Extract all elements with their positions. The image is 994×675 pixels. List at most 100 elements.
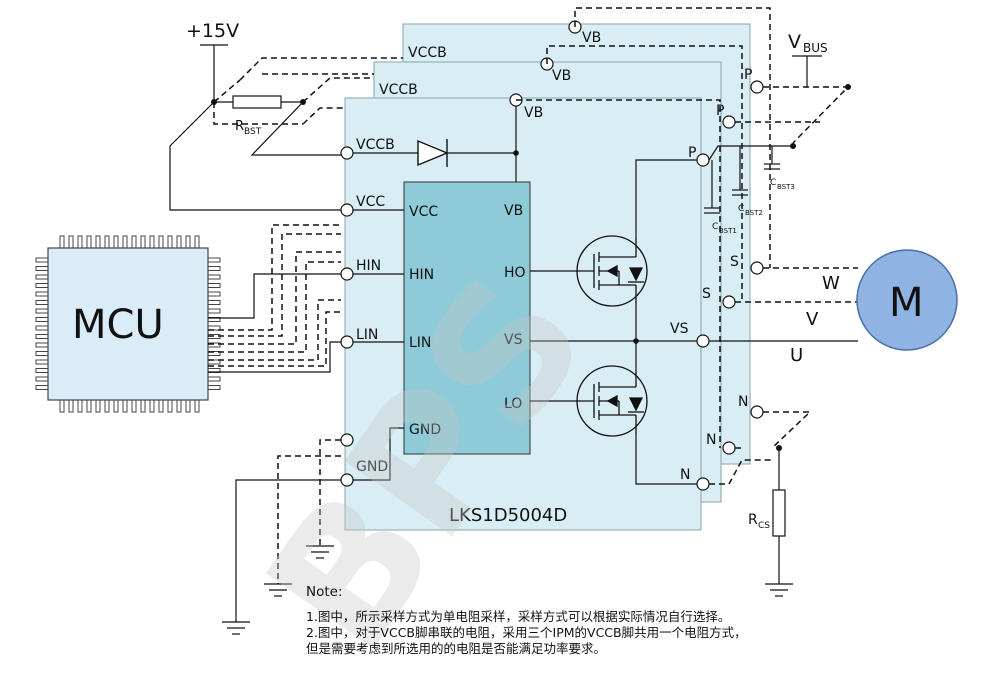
notes-line-3: 但是需要考虑到所选用的的电阻是否能满足功率要求。 [306, 641, 607, 656]
mcu-pin [77, 235, 83, 249]
driver-lo-pin: LO [504, 396, 522, 412]
mcu-pin [35, 334, 49, 339]
ipm-lin-label: LIN [356, 327, 378, 343]
mcu-dashed-wiring [208, 224, 341, 367]
mcu-pin [131, 399, 137, 413]
mcu-pin [149, 235, 155, 249]
mcu-pin [207, 308, 221, 314]
ipm-p-label: P [688, 145, 696, 161]
rbst-sub-label: BST [244, 127, 262, 137]
v15-label: +15V [186, 20, 239, 42]
back3-vb-label: VB [582, 30, 601, 46]
back3-n-label: N [738, 394, 748, 410]
driver-vcc-pin: VCC [409, 204, 438, 220]
junction-dot [790, 143, 796, 149]
mcu-pin [149, 399, 155, 413]
mcu-pin [131, 235, 137, 249]
mcu-pin [68, 399, 74, 413]
driver-vb-pin: VB [504, 203, 523, 219]
mcu-pin [59, 399, 65, 413]
mcu-pin [86, 399, 92, 413]
mcu-pin [35, 266, 49, 271]
ground-wiring [222, 479, 793, 635]
rcs-sub-label: CS [758, 521, 770, 531]
mcu-pin [207, 283, 221, 288]
mcu-pin [167, 235, 173, 249]
mcu-pin [207, 257, 221, 263]
mcu-pin [35, 317, 49, 322]
bootstrap-diode [417, 139, 449, 167]
motor [856, 249, 958, 351]
rbst-label: R [235, 119, 244, 134]
driver-ho-pin: HO [504, 265, 526, 281]
vbus-label: V [788, 31, 801, 53]
junction-dot [845, 84, 851, 90]
mcu-pin [35, 351, 49, 356]
cbst1-sub: BST1 [719, 227, 737, 235]
mcu-pin [35, 291, 49, 297]
mcu-pin [158, 235, 164, 249]
ipm-vs-label: VS [670, 321, 689, 337]
phase-u-label: U [790, 345, 803, 366]
mcu-pin [207, 274, 221, 280]
ipm-part-number: LKS1D5004D [449, 505, 567, 526]
junction-dot [513, 150, 519, 156]
mcu-pin [35, 283, 49, 288]
driver-lin-pin: LIN [409, 335, 431, 351]
driver-vs-pin: VS [504, 332, 523, 348]
mcu-pin [194, 399, 200, 413]
cbst3-label: C [770, 178, 776, 188]
mcu-pin [194, 235, 200, 249]
junction-dot [633, 338, 639, 344]
mcu-pin [77, 399, 83, 413]
phase-w-label: W [822, 273, 840, 294]
back3-vccb-label: VCCB [408, 45, 447, 61]
mcu-pin [185, 399, 191, 413]
high-side-mosfet [576, 235, 648, 307]
cbst3-sub: BST3 [777, 183, 795, 191]
mcu-chip: MCU [35, 235, 221, 413]
mcu-pin [35, 385, 49, 390]
mcu-pin [35, 308, 49, 314]
ipm-gnd-label: GND [356, 459, 388, 475]
cbst2-sub: BST2 [745, 209, 763, 217]
mcu-pin [158, 399, 164, 413]
mcu-pin [113, 235, 119, 249]
mcu-pin [113, 399, 119, 413]
mcu-pin [207, 300, 221, 305]
driver-gnd-pin: GND [409, 422, 441, 438]
back2-vccb-label: VCCB [379, 82, 418, 98]
mcu-label: MCU [72, 302, 164, 348]
power-solid-wiring [704, 55, 858, 584]
mcu-pin [167, 399, 173, 413]
notes-line-2: 2.图中，对于VCCB脚串联的电阻，采用三个IPM的VCCB脚共用一个电阻方式， [306, 625, 747, 640]
motor-label: M [889, 280, 924, 326]
mcu-pin [95, 399, 101, 413]
ipm-internal-wiring [353, 103, 704, 485]
ipm-vccb-label: VCCB [356, 137, 395, 153]
notes-line-1: 1.图中，所示采样方式为单电阻采样，采样方式可以根据实际情况自行选择。 [306, 609, 731, 624]
cbst1-label: C [712, 222, 718, 232]
mcu-pin [86, 235, 92, 249]
mcu-pin [35, 368, 49, 373]
gate-driver-ic [403, 181, 531, 455]
mcu-pin [207, 291, 221, 297]
mcu-pin [140, 235, 146, 249]
mcu-pin [35, 300, 49, 305]
mcu-pin [95, 235, 101, 249]
mcu-signal-wiring [169, 45, 341, 373]
mcu-pin [35, 359, 49, 365]
mcu-pin [176, 399, 182, 413]
vccb-dashed-wiring [213, 57, 403, 125]
back2-n-label: N [706, 432, 716, 448]
mcu-pin [35, 325, 49, 331]
rcs-label: R [748, 512, 758, 528]
ipm-hin-label: HIN [356, 258, 381, 274]
mcu-pin [207, 376, 221, 382]
mcu-pin [122, 235, 128, 249]
driver-hin-pin: HIN [409, 267, 434, 283]
vbus-sub-label: BUS [803, 41, 828, 55]
mcu-pin [35, 274, 49, 280]
mcu-pin [176, 235, 182, 249]
